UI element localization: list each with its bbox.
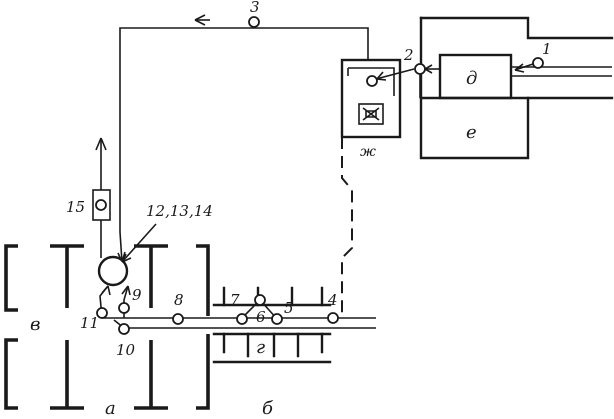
cabinet-zh — [340, 58, 402, 139]
point-15-label: 15 — [66, 198, 85, 216]
zone-labels: а б в г д е ж — [30, 68, 477, 419]
point-4-label: 4 — [327, 291, 338, 309]
left-structures — [4, 244, 210, 410]
block-d-feed-lines — [511, 66, 612, 77]
comb-structures — [212, 286, 332, 364]
point-12-13-14-label: 12,13,14 — [146, 202, 213, 220]
signal-dashed-line — [341, 137, 353, 318]
point-11-circle — [96, 307, 108, 319]
outlet-15-arrow — [95, 137, 107, 151]
arrow-3-tip — [194, 14, 206, 26]
sampling-lines — [117, 14, 537, 263]
point-2-label: 2 — [403, 46, 414, 64]
bracket-left-top — [4, 244, 18, 312]
point-9-label: 9 — [132, 286, 142, 304]
t-beam-mid-top — [134, 244, 168, 308]
cabinet-zh-inner-top — [347, 67, 395, 96]
upper-right-equipment — [419, 16, 614, 160]
point-1-label: 1 — [542, 40, 552, 58]
point-15-circle — [95, 199, 107, 211]
bracket-mid-top — [196, 244, 210, 316]
point-10-label: 10 — [116, 341, 136, 359]
cabinet-zh-outline — [340, 58, 402, 139]
zone-v-label: в — [30, 314, 40, 335]
point-6-label: 6 — [256, 308, 266, 326]
point-3-circle — [248, 16, 260, 28]
branch-11-arrow — [101, 285, 111, 296]
t-beam-left-top — [50, 244, 84, 308]
cabinet-zh-window-cross — [362, 107, 380, 121]
point-7-circle — [236, 313, 248, 325]
point-8-label: 8 — [174, 291, 184, 309]
cabinet-zh-sensor — [366, 75, 378, 87]
point-2-circle — [414, 63, 426, 75]
vessel-12-13-14 — [97, 255, 129, 287]
zone-e-label: е — [466, 122, 477, 143]
point-11-label: 11 — [80, 314, 99, 332]
t-beam-mid-bottom — [134, 340, 168, 410]
zone-a-label: а — [105, 398, 116, 419]
leader-12-13-14-arrow — [121, 251, 132, 263]
zone-b-label: б — [262, 398, 274, 419]
block-e-outline — [419, 16, 614, 160]
point-1-circle — [532, 57, 544, 69]
point-7-label: 7 — [230, 291, 240, 309]
zone-g-label: г — [256, 337, 265, 358]
point-labels: 1 2 3 4 5 6 7 8 9 10 11 12,13,14 15 — [66, 0, 552, 359]
point-3-label: 3 — [250, 0, 260, 16]
zone-d-label: д — [466, 68, 477, 89]
arrow-1-head — [514, 63, 525, 73]
point-9-circle — [118, 302, 130, 314]
zone-zh-label: ж — [360, 144, 376, 160]
bracket-left-bottom — [4, 338, 18, 410]
bracket-mid-bottom — [196, 334, 210, 410]
arrow-d-to-2-head — [424, 64, 433, 74]
comb-lower-teeth — [222, 332, 324, 358]
point-5-label: 5 — [284, 299, 294, 317]
upper-outlet-pipe — [419, 16, 614, 40]
branch-9-arrow — [121, 285, 131, 296]
arrow-2-to-zh-head — [376, 71, 387, 81]
point-4-circle — [327, 312, 339, 324]
point-8-circle — [172, 313, 184, 325]
point-6-circle — [254, 294, 266, 306]
leader-12-13-14 — [121, 223, 157, 263]
cabinet-zh-window — [358, 103, 384, 125]
point-10-circle — [118, 323, 130, 335]
measurement-points — [95, 16, 544, 335]
line-2-to-zh — [375, 68, 415, 80]
top-return-line — [119, 27, 369, 263]
point-5-circle — [271, 313, 283, 325]
t-beam-left-bottom — [50, 340, 84, 410]
vessel-assembly — [92, 137, 157, 287]
